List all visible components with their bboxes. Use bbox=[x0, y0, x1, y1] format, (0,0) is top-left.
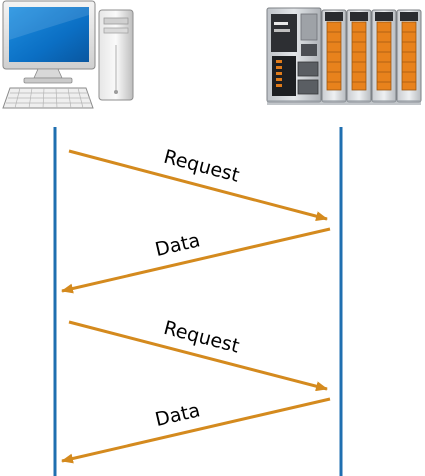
plc-io-module bbox=[396, 9, 422, 103]
data-arrow bbox=[61, 397, 331, 464]
request-arrow bbox=[68, 320, 328, 392]
data-arrow bbox=[61, 227, 331, 294]
message-data-1: Data bbox=[61, 227, 331, 294]
plc-io-module bbox=[346, 9, 372, 103]
message-request-1: Request bbox=[68, 146, 328, 222]
pc-computer-icon bbox=[2, 0, 134, 109]
data-label: Data bbox=[153, 229, 202, 261]
pc-tower bbox=[98, 9, 134, 101]
request-label: Request bbox=[161, 146, 241, 187]
request-arrow bbox=[68, 149, 328, 222]
data-label: Data bbox=[153, 399, 202, 431]
pc-keyboard bbox=[2, 87, 94, 109]
message-request-2: Request bbox=[68, 317, 328, 392]
plc-io-module bbox=[321, 9, 347, 103]
pc-monitor bbox=[2, 0, 96, 84]
request-label: Request bbox=[161, 317, 241, 358]
plc-controller-icon bbox=[266, 7, 422, 105]
plc-cpu-module bbox=[266, 7, 322, 103]
plc-io-module bbox=[371, 9, 397, 103]
message-data-2: Data bbox=[61, 397, 331, 464]
